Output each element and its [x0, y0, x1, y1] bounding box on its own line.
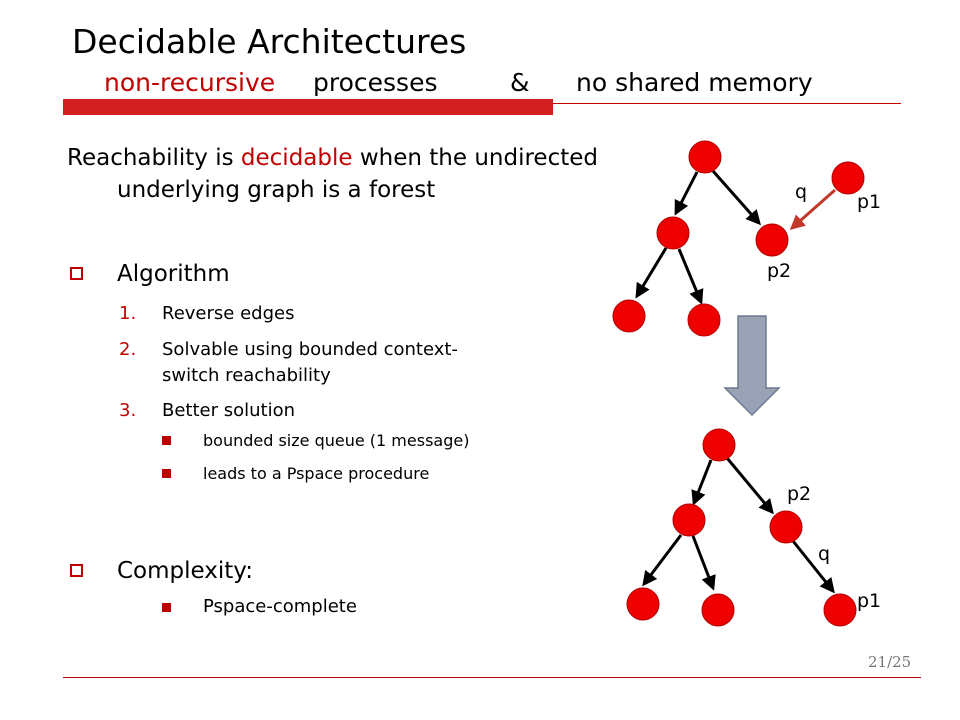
down-arrow-icon [723, 315, 781, 417]
page-number: 21/25 [868, 653, 912, 671]
tree-edge [642, 534, 683, 587]
label-p1: p1 [857, 191, 881, 213]
label-q: q [818, 543, 830, 565]
label-p1: p1 [857, 590, 881, 612]
subtitle-ampersand: & [510, 68, 530, 97]
label-q: q [795, 181, 807, 203]
hollow-square-bullet-icon [70, 564, 83, 577]
label-p2: p2 [767, 260, 791, 282]
tree-node [702, 428, 736, 462]
step-text: Reverse edges [162, 303, 295, 324]
tree-node [687, 303, 721, 337]
queue-channel-q [789, 188, 836, 230]
step-text: Better solution [162, 400, 296, 421]
tree-edge [691, 535, 716, 591]
step-text: switch reachability [162, 365, 331, 386]
step-number: 3. [119, 400, 137, 421]
tree-edge [711, 170, 761, 226]
tree-node [626, 587, 660, 621]
filled-square-bullet-icon [162, 469, 171, 478]
sub-bullet-text: leads to a Pspace procedure [203, 464, 430, 483]
title-rule [553, 103, 901, 104]
algorithm-heading: Algorithm [117, 261, 230, 287]
subtitle-non-recursive: non-recursive [104, 68, 276, 97]
process-node-p1 [823, 593, 857, 627]
queue-channel-q [791, 540, 835, 594]
process-node-p2 [769, 510, 803, 544]
process-node-p2 [755, 223, 789, 257]
step-text: Solvable using bounded context- [162, 339, 458, 360]
process-node-p1 [831, 161, 865, 195]
tree-node [688, 140, 722, 174]
tree-edge [677, 248, 704, 305]
label-p2: p2 [787, 483, 811, 505]
tree-node [656, 216, 690, 250]
tree-edge [674, 171, 699, 216]
intro-prefix: Reachability is [67, 145, 241, 171]
step-number: 1. [119, 303, 137, 324]
bottom-tree: p2 q p1 [626, 428, 881, 627]
intro-suffix: when the undirected underlying graph is … [117, 145, 598, 203]
complexity-heading: Complexity: [117, 558, 253, 584]
tree-edge [691, 459, 713, 506]
complexity-item: Pspace-complete [203, 596, 357, 617]
tree-node [672, 503, 706, 537]
sub-bullet-text: bounded size queue (1 message) [203, 431, 470, 450]
filled-square-bullet-icon [162, 436, 171, 445]
top-tree: q p1 p2 [612, 140, 881, 337]
step-number: 2. [119, 339, 137, 360]
tree-node [701, 593, 735, 627]
hollow-square-bullet-icon [70, 267, 83, 280]
subtitle-no-shared-memory: no shared memory [576, 68, 813, 97]
tree-edge [635, 247, 668, 299]
tree-node [612, 299, 646, 333]
slide-title: Decidable Architectures [72, 22, 467, 61]
footer-rule [63, 677, 921, 678]
title-accent-bar [63, 99, 553, 115]
filled-square-bullet-icon [162, 603, 171, 612]
intro-highlight: decidable [240, 145, 353, 171]
intro-paragraph: Reachability is decidable when the undir… [67, 142, 622, 206]
subtitle-processes: processes [313, 68, 438, 97]
tree-edge [725, 457, 774, 515]
